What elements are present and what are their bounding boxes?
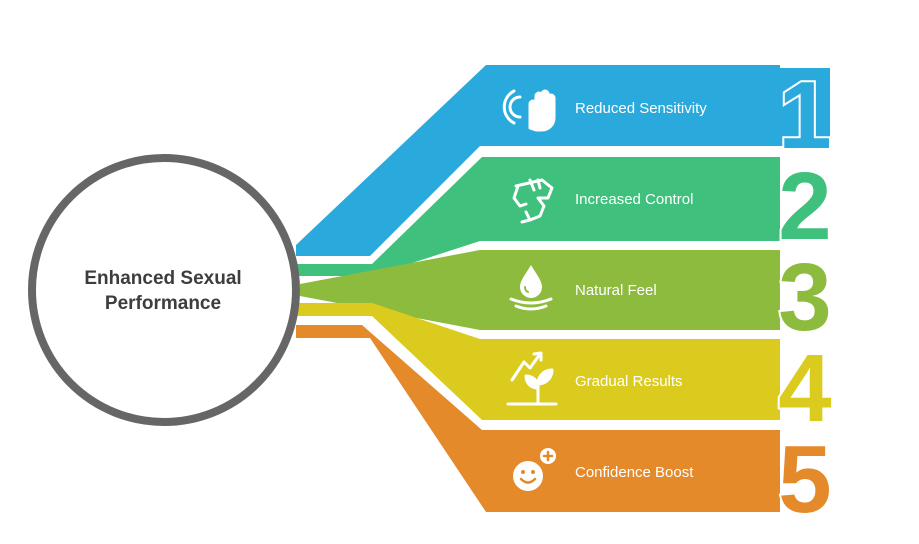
number-2: 2 [778, 153, 831, 260]
item-label-2: Increased Control [575, 191, 693, 208]
water-drop-icon [509, 265, 553, 311]
number-5: 5 [778, 426, 831, 533]
number-1: 1 [778, 62, 831, 169]
center-title-line-1: Enhanced Sexual [84, 268, 241, 289]
band-4 [296, 303, 780, 420]
number-3: 3 [778, 244, 831, 351]
item-label-3: Natural Feel [575, 282, 657, 299]
growing-plant-icon [506, 351, 558, 406]
smiley-plus-icon [513, 448, 556, 491]
raised-fist-icon [512, 178, 554, 224]
band-1 [296, 65, 830, 256]
item-label-1: Reduced Sensitivity [575, 100, 707, 117]
center-title-line-2: Performance [105, 293, 221, 314]
item-label-5: Confidence Boost [575, 464, 694, 481]
number-4: 4 [778, 335, 831, 442]
hand-touch-icon [502, 89, 556, 132]
center-circle [28, 154, 300, 426]
band-5-shape [296, 325, 780, 512]
band-5 [296, 325, 780, 512]
band-4-shape [296, 303, 780, 420]
band-1-shape [296, 65, 830, 256]
item-label-4: Gradual Results [575, 373, 683, 390]
